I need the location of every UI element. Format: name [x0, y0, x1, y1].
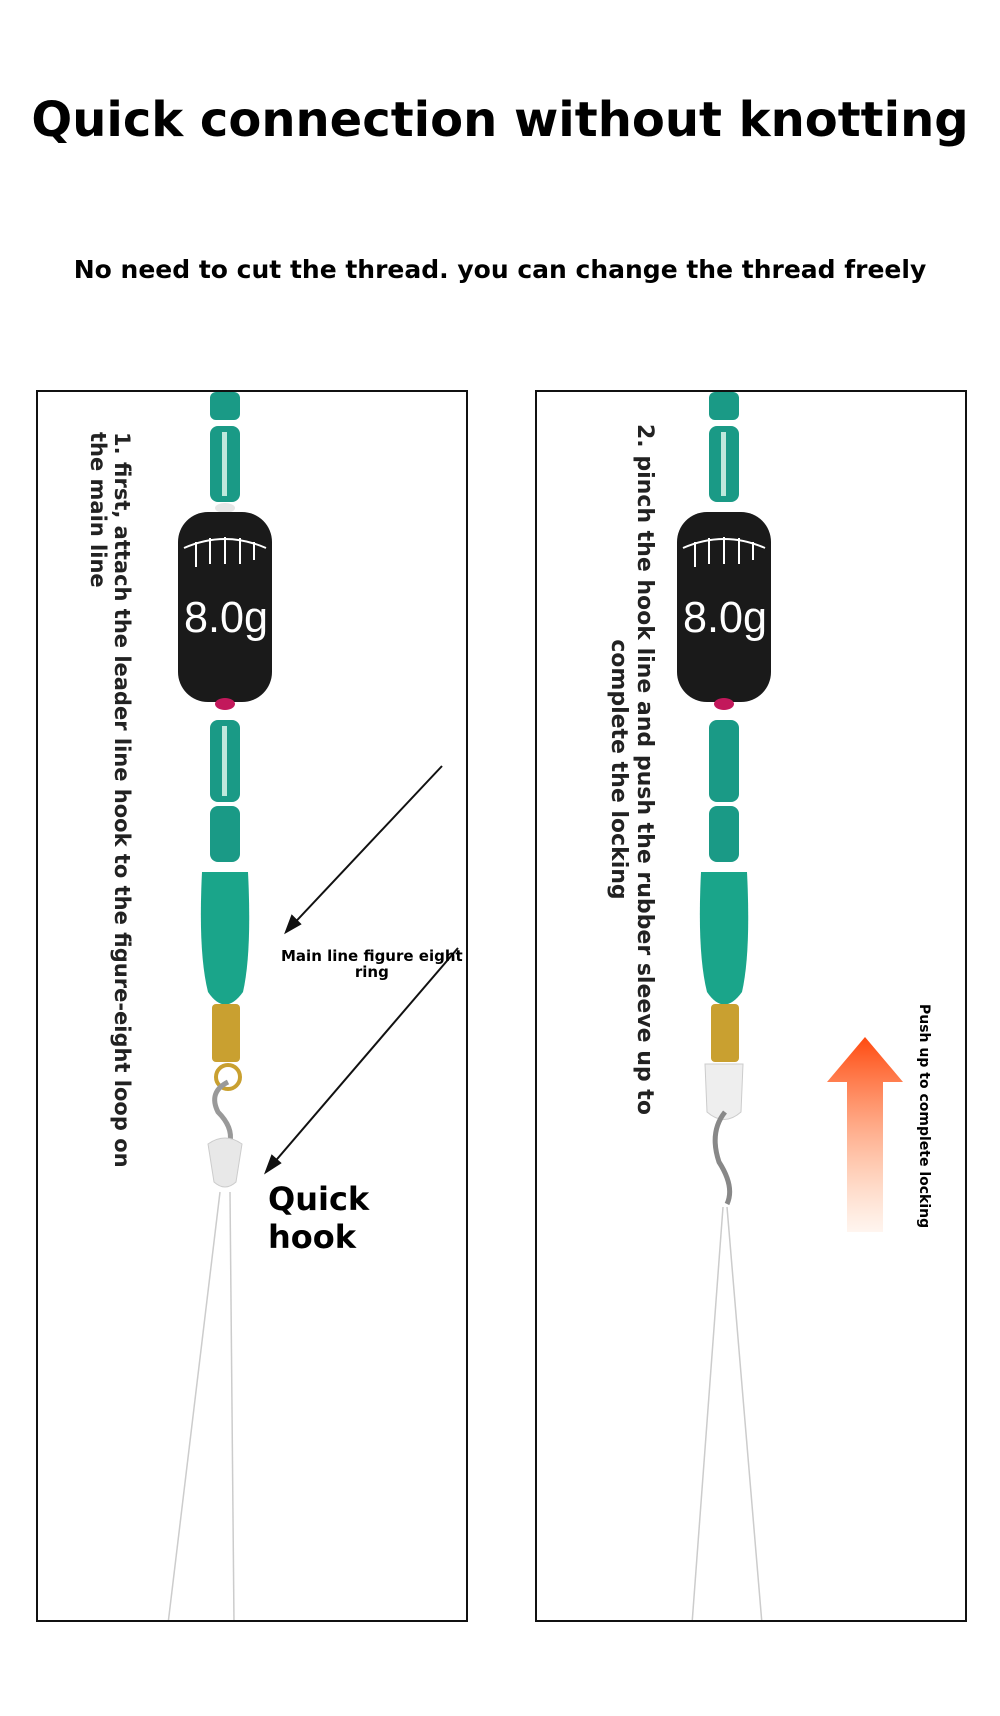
weight-label: 8.0g	[683, 593, 767, 642]
pointer-arrow-main-line	[284, 765, 443, 935]
push-up-arrow-icon	[827, 1037, 903, 1232]
quick-hook-label: Quick hook	[268, 1180, 370, 1256]
step-2-line-2: complete the locking	[606, 639, 631, 900]
step-1-line-2: the main line	[86, 432, 110, 588]
page-title: Quick connection without knotting	[31, 92, 969, 148]
main-line-ring-label: Main line figure eight ring	[281, 948, 463, 980]
page-subtitle: No need to cut the thread. you can chang…	[73, 255, 927, 284]
main-line-label-1: Main line figure eight	[281, 947, 463, 965]
main-line-label-2: ring	[354, 963, 389, 981]
step-1-panel: 8.0g 1. first, attach the leader line ho…	[36, 390, 468, 1622]
float-rig: 8.0g	[167, 392, 272, 1620]
step-1-line-1: 1. first, attach the leader line hook to…	[110, 432, 134, 1168]
pointer-arrow-quick-hook	[264, 947, 459, 1175]
float-rig: 8.0g	[677, 392, 771, 1620]
step-2-instruction: 2. pinch the hook line and push the rubb…	[605, 424, 657, 1115]
weight-label: 8.0g	[184, 593, 268, 642]
float-rig-locked-illustration: 8.0g	[677, 392, 903, 1620]
push-up-label: Push up to complete locking	[916, 1004, 932, 1229]
step-2-panel: 8.0g 2. pinch the hook line and push the…	[535, 390, 967, 1622]
float-rig-illustration: 8.0g	[167, 392, 459, 1620]
step-2-line-1: 2. pinch the hook line and push the rubb…	[632, 424, 657, 1115]
step-1-instruction: 1. first, attach the leader line hook to…	[86, 432, 134, 1168]
